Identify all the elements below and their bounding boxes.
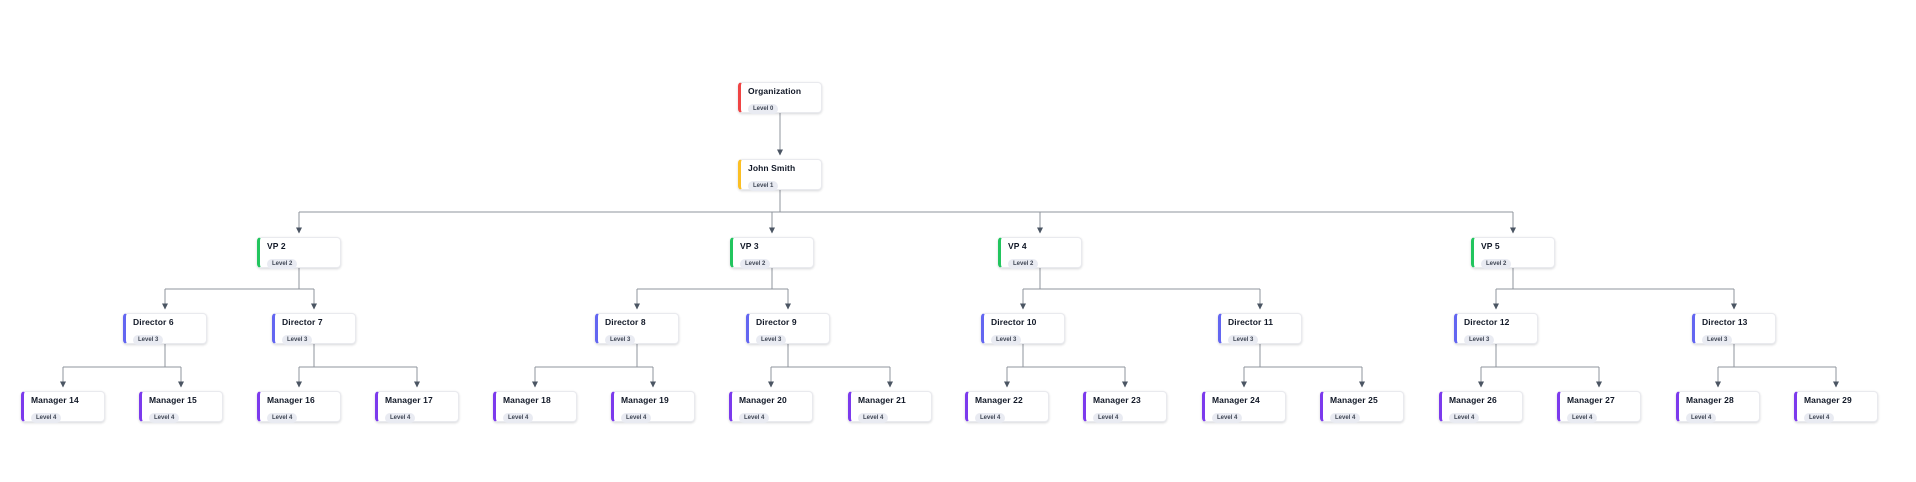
- org-node-director-13[interactable]: Director 13 Level 3: [1692, 313, 1776, 345]
- node-title: Manager 17: [385, 395, 433, 405]
- org-node-john-smith[interactable]: John Smith Level 1: [738, 159, 822, 191]
- node-title: Organization: [748, 86, 802, 96]
- node-title: VP 3: [740, 241, 759, 251]
- level-badge: Level 4: [739, 413, 770, 423]
- org-node-director-12[interactable]: Director 12 Level 3: [1454, 313, 1538, 345]
- node-title: VP 4: [1008, 241, 1027, 251]
- org-node-director-9[interactable]: Director 9 Level 3: [746, 313, 830, 345]
- node-title: VP 5: [1481, 241, 1500, 251]
- level-badge: Level 3: [282, 335, 313, 345]
- org-node-manager-24[interactable]: Manager 24 Level 4: [1202, 391, 1286, 423]
- node-title: Manager 24: [1212, 395, 1260, 405]
- level-badge: Level 4: [1212, 413, 1243, 423]
- level-badge: Level 2: [1008, 259, 1039, 269]
- org-node-director-6[interactable]: Director 6 Level 3: [123, 313, 207, 345]
- level-badge: Level 4: [1567, 413, 1598, 423]
- org-node-manager-22[interactable]: Manager 22 Level 4: [965, 391, 1049, 423]
- node-title: Manager 29: [1804, 395, 1852, 405]
- node-title: Director 10: [991, 317, 1037, 327]
- org-node-manager-15[interactable]: Manager 15 Level 4: [139, 391, 223, 423]
- org-node-manager-17[interactable]: Manager 17 Level 4: [375, 391, 459, 423]
- org-node-organization[interactable]: Organization Level 0: [738, 82, 822, 114]
- org-node-manager-29[interactable]: Manager 29 Level 4: [1794, 391, 1878, 423]
- level-badge: Level 4: [1330, 413, 1361, 423]
- node-title: Manager 28: [1686, 395, 1734, 405]
- level-badge: Level 3: [756, 335, 787, 345]
- org-node-manager-28[interactable]: Manager 28 Level 4: [1676, 391, 1760, 423]
- node-title: Manager 25: [1330, 395, 1378, 405]
- node-title: Manager 26: [1449, 395, 1497, 405]
- level-badge: Level 1: [748, 181, 779, 191]
- node-title: Director 13: [1702, 317, 1748, 327]
- level-badge: Level 3: [133, 335, 164, 345]
- level-badge: Level 2: [267, 259, 298, 269]
- node-title: Manager 23: [1093, 395, 1141, 405]
- org-node-vp-5[interactable]: VP 5 Level 2: [1471, 237, 1555, 269]
- org-node-director-7[interactable]: Director 7 Level 3: [272, 313, 356, 345]
- org-node-manager-19[interactable]: Manager 19 Level 4: [611, 391, 695, 423]
- node-title: Manager 19: [621, 395, 669, 405]
- node-title: Manager 22: [975, 395, 1023, 405]
- level-badge: Level 4: [385, 413, 416, 423]
- node-title: Director 6: [133, 317, 174, 327]
- org-node-director-11[interactable]: Director 11 Level 3: [1218, 313, 1302, 345]
- org-node-director-10[interactable]: Director 10 Level 3: [981, 313, 1065, 345]
- org-node-manager-27[interactable]: Manager 27 Level 4: [1557, 391, 1641, 423]
- level-badge: Level 4: [621, 413, 652, 423]
- node-title: Director 8: [605, 317, 646, 327]
- level-badge: Level 4: [149, 413, 180, 423]
- org-node-manager-20[interactable]: Manager 20 Level 4: [729, 391, 813, 423]
- level-badge: Level 3: [1464, 335, 1495, 345]
- org-node-manager-26[interactable]: Manager 26 Level 4: [1439, 391, 1523, 423]
- node-title: Manager 15: [149, 395, 197, 405]
- org-node-manager-21[interactable]: Manager 21 Level 4: [848, 391, 932, 423]
- level-badge: Level 4: [1804, 413, 1835, 423]
- org-node-vp-4[interactable]: VP 4 Level 2: [998, 237, 1082, 269]
- org-node-vp-3[interactable]: VP 3 Level 2: [730, 237, 814, 269]
- level-badge: Level 3: [1702, 335, 1733, 345]
- level-badge: Level 4: [1686, 413, 1717, 423]
- node-title: Manager 20: [739, 395, 787, 405]
- node-title: Director 12: [1464, 317, 1510, 327]
- level-badge: Level 4: [858, 413, 889, 423]
- level-badge: Level 3: [991, 335, 1022, 345]
- org-node-manager-23[interactable]: Manager 23 Level 4: [1083, 391, 1167, 423]
- level-badge: Level 2: [740, 259, 771, 269]
- node-title: VP 2: [267, 241, 286, 251]
- node-title: Director 7: [282, 317, 323, 327]
- level-badge: Level 4: [503, 413, 534, 423]
- level-badge: Level 4: [1093, 413, 1124, 423]
- level-badge: Level 4: [31, 413, 62, 423]
- level-badge: Level 2: [1481, 259, 1512, 269]
- level-badge: Level 4: [1449, 413, 1480, 423]
- node-title: Manager 16: [267, 395, 315, 405]
- org-node-manager-14[interactable]: Manager 14 Level 4: [21, 391, 105, 423]
- node-title: John Smith: [748, 163, 796, 173]
- org-node-director-8[interactable]: Director 8 Level 3: [595, 313, 679, 345]
- node-title: Manager 27: [1567, 395, 1615, 405]
- node-title: Director 9: [756, 317, 797, 327]
- level-badge: Level 3: [605, 335, 636, 345]
- node-title: Manager 18: [503, 395, 551, 405]
- org-node-manager-18[interactable]: Manager 18 Level 4: [493, 391, 577, 423]
- node-title: Manager 14: [31, 395, 79, 405]
- level-badge: Level 4: [267, 413, 298, 423]
- node-title: Manager 21: [858, 395, 906, 405]
- level-badge: Level 3: [1228, 335, 1259, 345]
- level-badge: Level 0: [748, 104, 779, 114]
- org-node-vp-2[interactable]: VP 2 Level 2: [257, 237, 341, 269]
- level-badge: Level 4: [975, 413, 1006, 423]
- org-node-manager-16[interactable]: Manager 16 Level 4: [257, 391, 341, 423]
- node-title: Director 11: [1228, 317, 1274, 327]
- org-node-manager-25[interactable]: Manager 25 Level 4: [1320, 391, 1404, 423]
